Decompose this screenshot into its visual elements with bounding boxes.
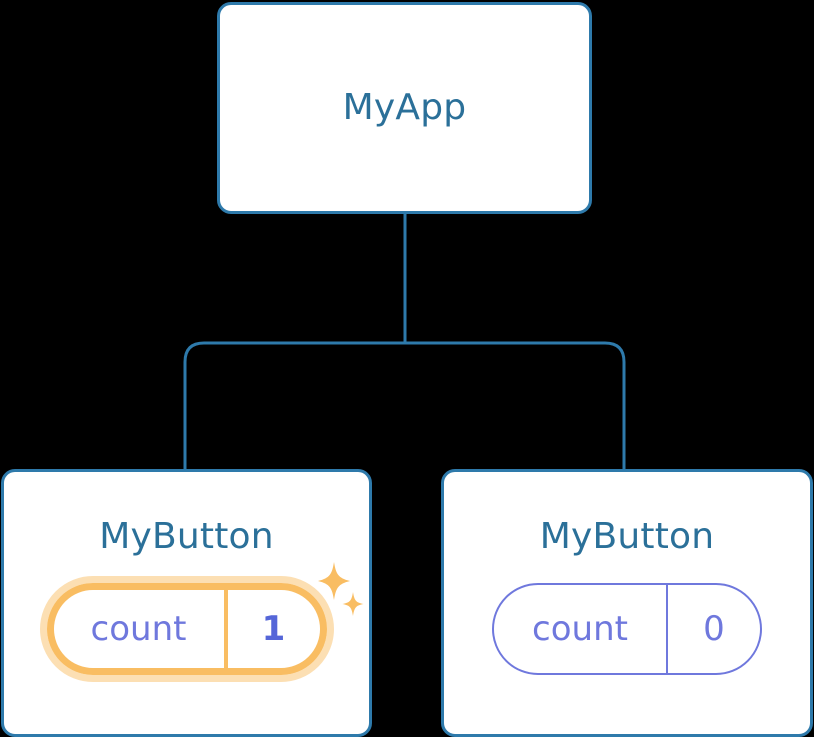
- connector-bus: [183, 341, 626, 469]
- state-pill-right[interactable]: count 0: [492, 583, 762, 675]
- node-card-child-left[interactable]: MyButton count 1: [1, 469, 372, 737]
- state-key-left: count: [54, 590, 228, 668]
- state-pill-wrapper-left: count 1: [39, 562, 364, 682]
- state-pill-glow: [39, 576, 334, 682]
- node-card-child-right[interactable]: MyButton count 0: [441, 469, 813, 737]
- state-pill-wrapper-right: count 0: [492, 583, 762, 675]
- state-value-left: 1: [261, 609, 286, 649]
- sparkle-icon-small: [341, 592, 364, 616]
- node-title-root: MyApp: [342, 87, 467, 128]
- node-title-child-left: MyButton: [99, 516, 274, 557]
- state-value-right: 0: [703, 609, 725, 649]
- sparkle-icon-large: [317, 562, 350, 600]
- node-card-root[interactable]: MyApp: [217, 2, 592, 214]
- node-title-child-right: MyButton: [539, 516, 715, 557]
- state-pill-left[interactable]: count 1: [46, 583, 327, 675]
- state-key-right: count: [494, 585, 668, 673]
